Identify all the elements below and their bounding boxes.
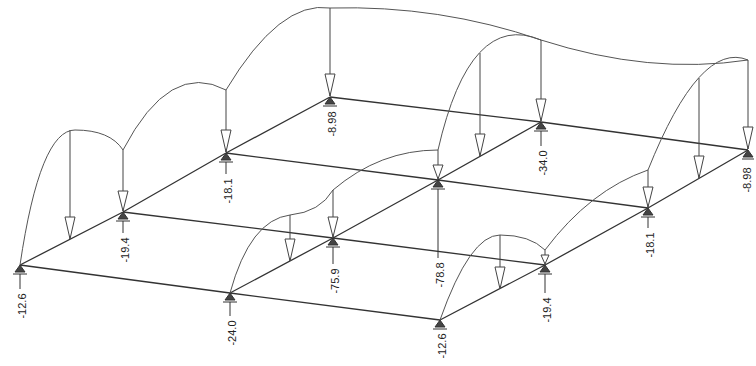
beam	[123, 212, 545, 265]
reaction-line	[333, 247, 334, 264]
arrow-head	[328, 217, 338, 237]
support-symbol	[538, 265, 552, 274]
reaction-value: -18.1	[222, 178, 234, 203]
reaction-line	[123, 221, 124, 233]
arrow-head	[495, 267, 505, 289]
reaction-line	[20, 274, 21, 289]
reaction-lines	[20, 131, 648, 316]
arrow-head	[694, 156, 704, 178]
beam	[20, 265, 440, 320]
reaction-value: -75.9	[329, 268, 341, 293]
support-symbol	[431, 180, 445, 189]
reaction-value: -24.0	[226, 320, 238, 345]
arrow-head	[541, 255, 549, 264]
reaction-value: -8.98	[326, 111, 338, 136]
arrow-head	[643, 187, 653, 207]
arrow-head	[743, 127, 753, 149]
reaction-value: -34.0	[537, 150, 549, 175]
reaction-line	[648, 217, 649, 228]
support-symbol	[742, 150, 754, 159]
support-symbol	[116, 212, 130, 221]
load-arrows	[70, 8, 748, 289]
reaction-line	[230, 302, 231, 316]
arrow-head	[118, 191, 128, 211]
reaction-line	[545, 274, 546, 293]
supports	[13, 97, 754, 329]
beam	[226, 153, 648, 208]
beam	[330, 97, 748, 150]
beam-grid	[20, 97, 748, 320]
load-diagram	[20, 7, 748, 320]
reaction-value: -12.6	[16, 293, 28, 318]
arrow-head	[325, 74, 335, 96]
support-symbol	[13, 265, 27, 274]
arrow-head	[285, 239, 295, 261]
reaction-line	[541, 131, 542, 146]
diagram-curve	[440, 57, 748, 320]
arrow-head	[433, 165, 443, 179]
diagram-curve	[230, 35, 541, 293]
arrow-head	[221, 130, 231, 152]
support-symbol	[326, 238, 340, 247]
beam	[440, 150, 748, 320]
reaction-value: -78.8	[434, 262, 446, 287]
reaction-value: -12.6	[436, 333, 448, 358]
beam	[230, 122, 541, 293]
reaction-value: -19.4	[119, 237, 131, 262]
reaction-line	[438, 189, 439, 258]
support-symbol	[534, 122, 548, 131]
support-symbol	[641, 208, 655, 217]
reaction-value: -19.4	[541, 297, 553, 322]
support-symbol	[223, 293, 237, 302]
arrow-heads	[65, 74, 753, 289]
reaction-line	[226, 162, 227, 174]
reaction-value: -18.1	[644, 232, 656, 257]
support-symbol	[219, 153, 233, 162]
diagram-curve	[20, 7, 330, 265]
support-symbol	[323, 97, 337, 106]
arrow-head	[475, 134, 485, 156]
arrow-head	[536, 99, 546, 121]
diagram-curve	[330, 8, 748, 65]
support-symbol	[433, 320, 447, 329]
beam	[20, 97, 330, 265]
reaction-value: -8.98	[741, 167, 753, 192]
arrow-head	[65, 217, 75, 239]
